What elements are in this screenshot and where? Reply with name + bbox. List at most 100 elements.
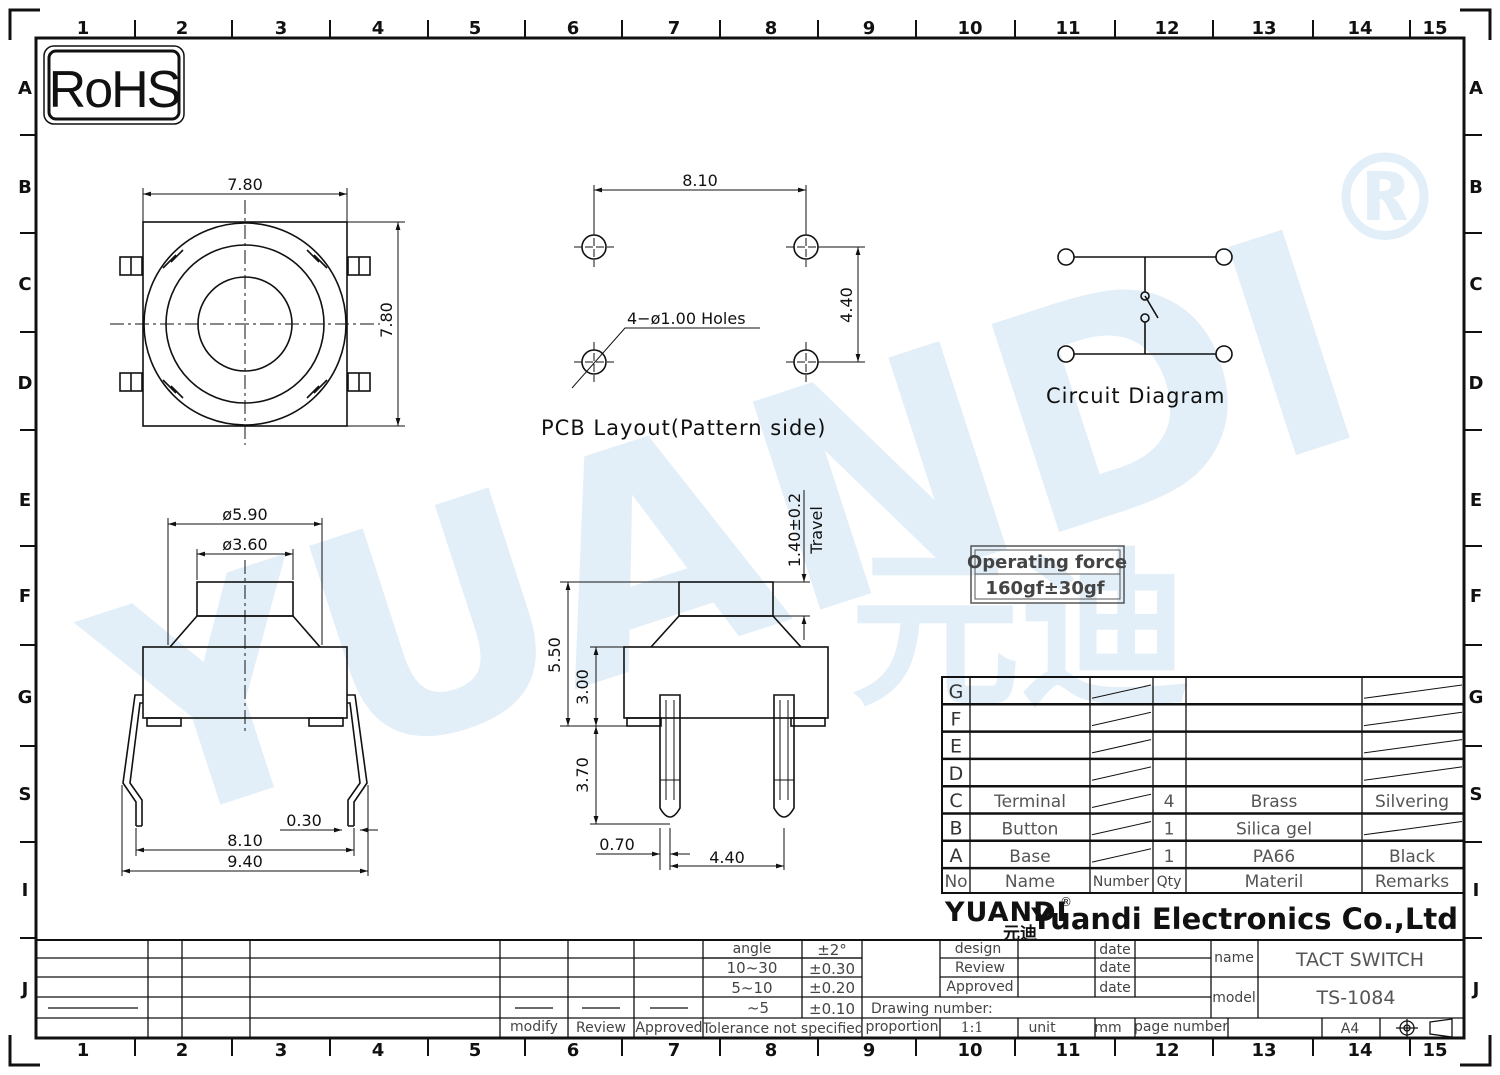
front-view [121,518,378,876]
tb-name-label: name [1214,950,1254,966]
column-label-bottom: 4 [372,1040,385,1061]
dim-pcb-width: 8.10 [682,171,718,190]
part-no: G [949,681,964,703]
svg-text:®: ® [1060,895,1072,909]
column-label-bottom: 7 [668,1040,681,1061]
tb-page-number: page number [1134,1019,1228,1035]
row-label-right: I [1473,880,1480,901]
tb-scale: 1:1 [961,1020,984,1036]
column-label-top: 3 [275,18,288,39]
column-label-top: 12 [1154,18,1179,39]
column-label-top: 5 [469,18,482,39]
tb-proportion: proportion [866,1019,939,1035]
part-no: E [950,736,962,758]
part-no: A [950,845,963,867]
tb-date-3: date [1099,980,1131,996]
row-label-left: C [18,274,31,295]
row-label-right: D [1469,373,1484,394]
part-no: F [951,708,962,730]
operating-force-value: 160gf±30gf [985,578,1104,599]
tb-model-value: TS-1084 [1316,987,1396,1009]
dim-pin-thickness: 0.30 [286,811,322,830]
operating-force-label: Operating force [967,552,1127,573]
drawing-frame [8,8,1492,1067]
row-label-left: F [19,586,31,607]
header-material: Materil [1245,872,1304,892]
row-label-left: J [20,979,29,1000]
tol-value-2: ±0.20 [809,979,855,997]
rohs-badge: RoHS [43,45,185,125]
column-label-bottom: 9 [863,1040,876,1061]
tb-model-label: model [1212,990,1256,1006]
row-label-left: D [18,373,33,394]
column-label-bottom: 3 [275,1040,288,1061]
part-remarks: Black [1389,847,1435,867]
row-label-right: J [1471,979,1480,1000]
top-view [110,188,405,445]
part-material: Brass [1251,792,1298,812]
column-label-top: 7 [668,18,681,39]
tb-unit-label: unit [1028,1020,1056,1036]
tb-review: Review [955,960,1005,976]
dim-pin-span-outer: 9.40 [227,852,263,871]
column-label-top: 9 [863,18,876,39]
watermark-reg: ® [1325,130,1445,269]
row-label-left: B [18,177,32,198]
tb-sheet-size: A4 [1341,1021,1360,1037]
tb-date-1: date [1099,942,1131,958]
rev-review: Review [576,1020,626,1036]
row-label-left: I [22,880,29,901]
tol-range-2: 5~10 [731,979,772,997]
header-qty: Qty [1157,874,1182,890]
row-label-right: G [1469,687,1484,708]
tb-unit: mm [1094,1020,1121,1036]
tol-range-1: 10~30 [727,959,778,977]
rev-approved: Approved [635,1020,702,1036]
part-material: Silica gel [1236,820,1312,840]
side-view [560,490,829,870]
dim-actuator-diameter: ø3.60 [222,535,267,554]
watermark-text: YUANDI [53,165,1397,899]
column-label-top: 2 [176,18,189,39]
dim-top-height: 7.80 [377,302,396,338]
column-label-top: 6 [567,18,580,39]
pcb-caption: PCB Layout(Pattern side) [541,416,826,440]
operating-force-box: Operating force 160gf±30gf [967,545,1127,604]
tb-drawing-number: Drawing number: [871,1001,993,1017]
row-label-left: A [18,78,32,99]
row-label-right: F [1470,586,1482,607]
row-label-left: E [19,490,31,511]
row-label-right: C [1469,274,1482,295]
tb-name-value: TACT SWITCH [1295,949,1424,971]
column-label-top: 4 [372,18,385,39]
part-remarks: Silvering [1375,792,1449,812]
approval-block: design Review Approved date date date na… [866,941,1425,1037]
tol-angle-label: angle [733,941,772,957]
row-label-right: B [1469,177,1483,198]
pcb-holes-note: 4−ø1.00 Holes [627,309,746,328]
column-label-top: 14 [1347,18,1372,39]
circuit-diagram [1057,248,1233,363]
watermark-cn: 元迪 [850,533,1190,731]
part-no: B [949,818,962,840]
part-qty: 4 [1164,792,1175,812]
row-label-left: G [18,687,33,708]
column-label-top: 1 [77,18,90,39]
rev-modify: modify [510,1019,558,1035]
tb-approved: Approved [946,979,1013,995]
dim-pin-length: 3.70 [573,757,592,793]
tol-range-3: ~5 [747,999,769,1017]
title-block [36,939,1464,1038]
dim-pin-span-inner: 8.10 [227,831,263,850]
column-label-top: 13 [1251,18,1276,39]
pcb-layout [571,185,865,389]
column-label-bottom: 11 [1055,1040,1080,1061]
company-block: YUANDI 元迪 ® Yuandi Electronics Co.,Ltd [942,892,1464,944]
column-label-bottom: 15 [1422,1040,1447,1061]
dim-pin-pitch: 4.40 [709,848,745,867]
column-label-top: 8 [765,18,778,39]
header-number: Number [1093,874,1149,890]
column-label-bottom: 2 [176,1040,189,1061]
column-label-bottom: 12 [1154,1040,1179,1061]
circuit-caption: Circuit Diagram [1046,384,1225,408]
